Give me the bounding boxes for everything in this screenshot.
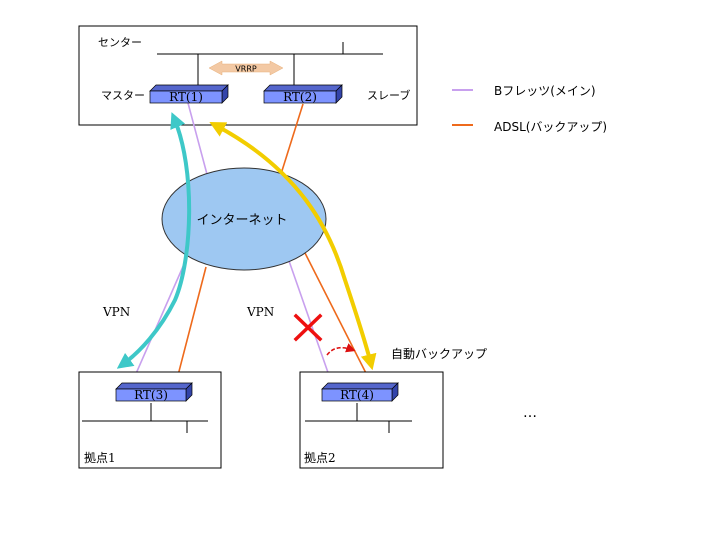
center-site: センター VRRP マスター スレーブ [78, 25, 418, 126]
more-sites-ellipsis: … [523, 405, 537, 421]
router-rt4: RT(4) [321, 382, 399, 402]
slave-label: スレーブ [367, 88, 410, 102]
vrrp-label: VRRP [235, 65, 257, 74]
auto-backup-label: 自動バックアップ [391, 347, 487, 361]
vrrp-arrow [208, 60, 284, 76]
master-label: マスター [101, 89, 145, 102]
failover-arrow [326, 343, 356, 356]
router-rt1-label: RT(1) [169, 90, 203, 104]
vpn-label-site1: VPN [102, 305, 130, 319]
site-1-label: 拠点1 [84, 451, 116, 465]
router-rt2-label: RT(2) [283, 90, 317, 104]
internet-label: インターネット [196, 213, 287, 228]
vpn-tunnel-site2 [209, 122, 377, 371]
link-failure-x-icon [293, 313, 323, 342]
vpn-tunnel-site1 [116, 112, 192, 369]
router-rt3-label: RT(3) [134, 388, 168, 402]
legend-bflets-label: Bフレッツ(メイン) [494, 84, 596, 98]
legend: Bフレッツ(メイン) ADSL(バックアップ) [452, 84, 607, 134]
router-rt4-label: RT(4) [340, 388, 374, 402]
site-2-label: 拠点2 [304, 451, 336, 465]
center-label: センター [98, 36, 142, 49]
router-rt3: RT(3) [115, 382, 193, 402]
router-rt2: RT(2) [263, 84, 343, 104]
router-rt1: RT(1) [149, 84, 229, 104]
vpn-label-site2: VPN [246, 305, 274, 319]
legend-adsl-label: ADSL(バックアップ) [494, 120, 607, 134]
